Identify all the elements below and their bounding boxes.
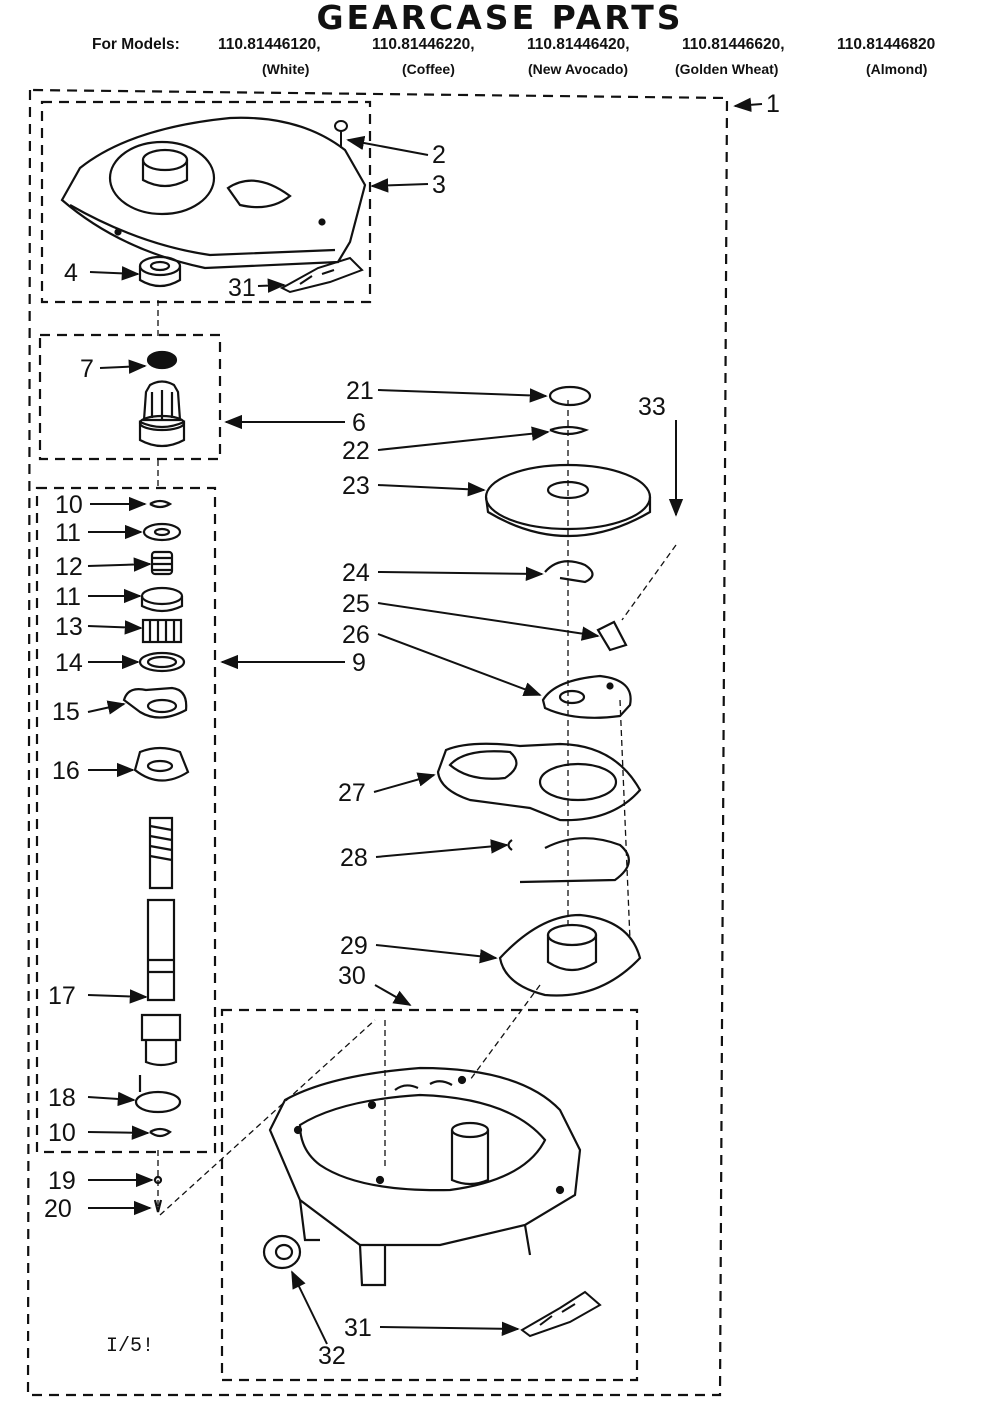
label-2: 2 <box>432 141 446 169</box>
model-number-1: 110.81446120, <box>218 36 321 53</box>
label-21: 21 <box>346 377 374 405</box>
label-10b: 10 <box>48 1119 76 1147</box>
label-11b: 11 <box>55 583 81 611</box>
model-color-1: (White) <box>262 61 310 77</box>
cover-group-box <box>40 100 372 304</box>
label-15: 15 <box>52 698 80 726</box>
label-1: 1 <box>766 90 780 118</box>
assembly-outline-box <box>26 88 729 1397</box>
leader-lines <box>87 97 763 1345</box>
label-4: 4 <box>64 259 78 287</box>
clip-bottom <box>520 1290 602 1338</box>
label-6: 6 <box>352 409 366 437</box>
model-color-2: (Coffee) <box>402 61 455 77</box>
page-title: GEARCASE PARTS <box>316 0 684 37</box>
label-23: 23 <box>342 472 370 500</box>
cover-bearing <box>138 255 182 288</box>
label-33: 33 <box>638 393 666 421</box>
model-number-2: 110.81446220, <box>372 36 475 53</box>
clip-top <box>279 256 364 294</box>
label-11a: 11 <box>55 519 81 547</box>
label-19: 19 <box>48 1167 76 1195</box>
label-12: 12 <box>55 553 83 581</box>
model-color-3: (New Avocado) <box>528 61 629 77</box>
model-number-3: 110.81446420, <box>527 36 630 53</box>
label-9: 9 <box>352 649 366 677</box>
model-color-4: (Golden Wheat) <box>675 61 779 77</box>
shaft-group-box <box>35 486 217 1154</box>
label-16: 16 <box>52 757 80 785</box>
model-number-4: 110.81446620, <box>682 36 785 53</box>
label-32: 32 <box>318 1342 346 1370</box>
callout-labels: 1 2 3 4 31 7 6 10 11 12 11 13 14 15 16 9… <box>44 90 780 1370</box>
gearcase-cover <box>60 116 367 270</box>
pinion-gear <box>138 350 186 448</box>
label-27: 27 <box>338 779 366 807</box>
roller <box>262 1234 302 1270</box>
label-17: 17 <box>48 982 76 1010</box>
gear-stack <box>436 385 652 997</box>
label-18: 18 <box>48 1084 76 1112</box>
label-13: 13 <box>55 613 83 641</box>
model-number-5: 110.81446820 <box>837 36 936 53</box>
label-24: 24 <box>342 559 370 587</box>
label-29: 29 <box>340 932 368 960</box>
revision-note: I/5! <box>106 1335 154 1358</box>
label-30: 30 <box>338 962 366 990</box>
gearcase-housing <box>268 1066 582 1287</box>
label-3: 3 <box>432 171 446 199</box>
pinion-group-box <box>38 333 222 461</box>
label-7: 7 <box>80 355 94 383</box>
base-group-box <box>220 1008 639 1382</box>
label-20: 20 <box>44 1195 72 1223</box>
label-31a: 31 <box>228 274 256 302</box>
label-26: 26 <box>342 621 370 649</box>
label-22: 22 <box>342 437 370 465</box>
alignment-lines <box>157 300 677 1216</box>
label-25: 25 <box>342 590 370 618</box>
label-28: 28 <box>340 844 368 872</box>
model-color-5: (Almond) <box>866 61 928 77</box>
shaft-stack <box>122 499 190 1213</box>
label-10a: 10 <box>55 491 83 519</box>
cover-screw <box>334 120 348 148</box>
models-prefix: For Models: <box>92 36 180 53</box>
label-31b: 31 <box>344 1314 372 1342</box>
label-14: 14 <box>55 649 83 677</box>
